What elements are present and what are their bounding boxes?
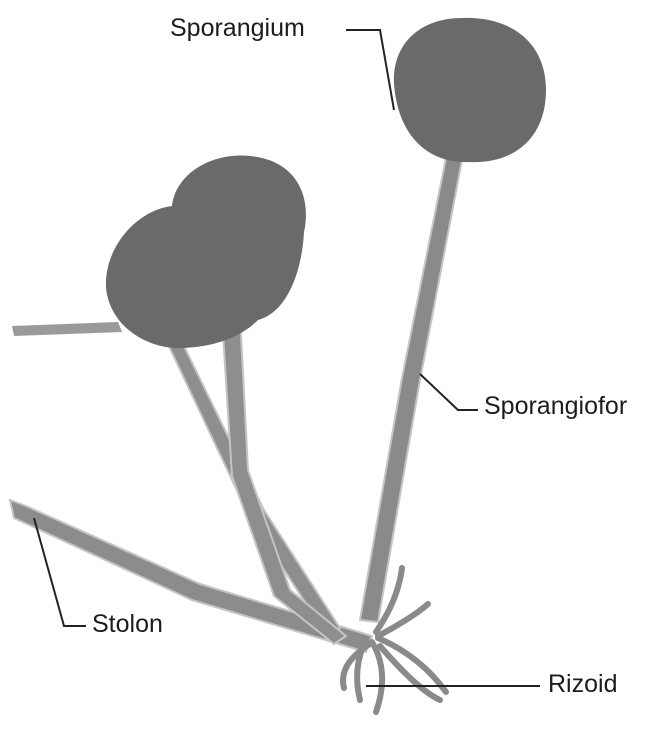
right-sporangium: [394, 18, 546, 162]
rizoid-label: Rizoid: [548, 672, 617, 697]
sporangium-leader: [346, 30, 394, 110]
side-hypha: [12, 322, 122, 336]
sporangium-label: Sporangium: [170, 16, 305, 41]
left-stalk-2: [222, 316, 346, 644]
stolon-label: Stolon: [92, 612, 163, 637]
sporangiofor-label: Sporangiofor: [484, 394, 627, 419]
left-sporangium: [106, 155, 306, 348]
sporangiophore-stalk: [360, 158, 462, 622]
fungus-body: [10, 18, 546, 712]
sporangiofor-leader: [420, 374, 478, 410]
